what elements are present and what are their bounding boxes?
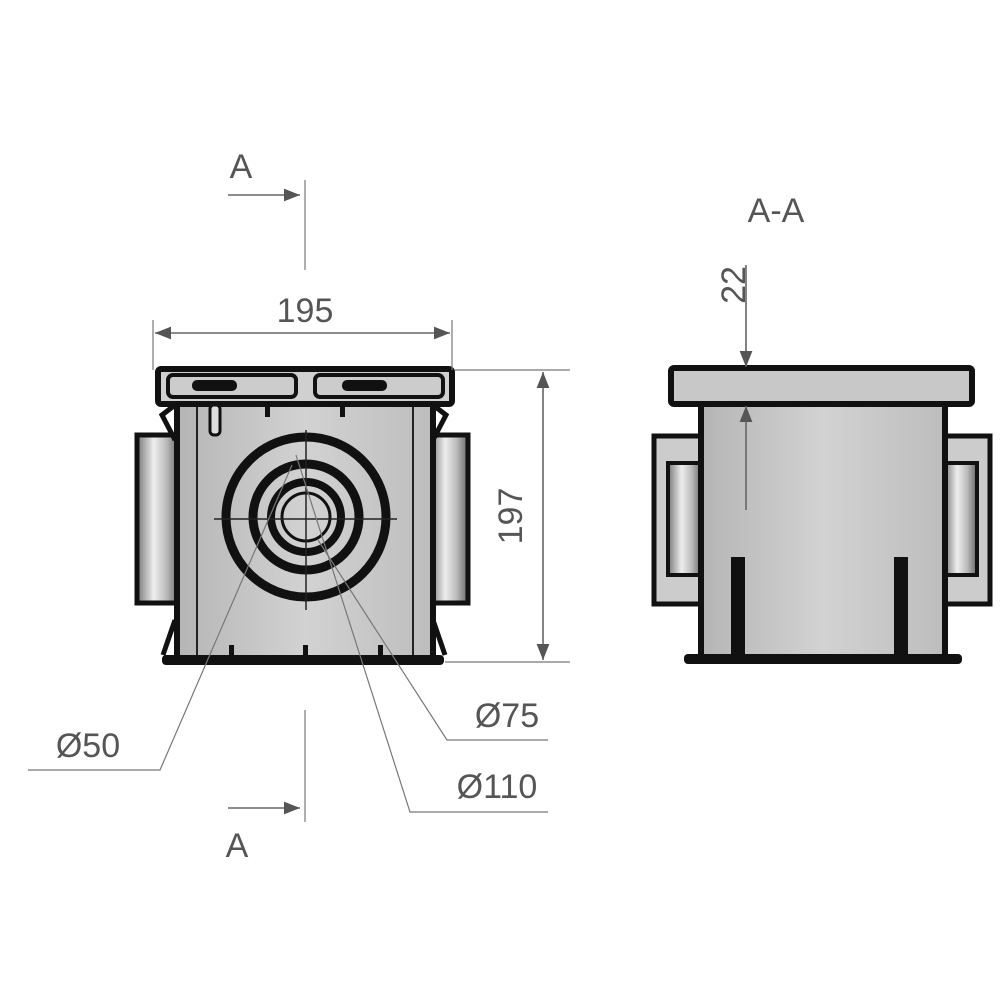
section-marker-bottom: A	[226, 710, 306, 865]
section-view: A-A 22	[651, 192, 993, 664]
width-dim-label: 195	[277, 292, 334, 330]
base-flange	[162, 655, 444, 665]
lid	[155, 366, 455, 407]
body	[174, 397, 436, 661]
width-dimension: 195	[152, 292, 453, 370]
left-pipe	[134, 432, 182, 606]
lid-dimension: 22	[715, 265, 753, 510]
height-dim-label: 197	[492, 488, 530, 545]
section-label-bottom: A	[226, 827, 249, 865]
height-dimension: 197	[445, 369, 570, 663]
front-view	[134, 366, 471, 665]
section-label-top: A	[230, 148, 253, 186]
lid-dim-label: 22	[715, 266, 753, 304]
knockout-rings	[214, 430, 397, 610]
section-view-title: A-A	[748, 192, 805, 230]
diameter-75-label: Ø75	[475, 697, 539, 735]
diameter-50-label: Ø50	[56, 727, 120, 765]
section-marker-top: A	[228, 148, 306, 270]
diameter-leaders: Ø50 Ø75 Ø110	[28, 454, 548, 813]
diameter-110-label: Ø110	[457, 768, 538, 806]
